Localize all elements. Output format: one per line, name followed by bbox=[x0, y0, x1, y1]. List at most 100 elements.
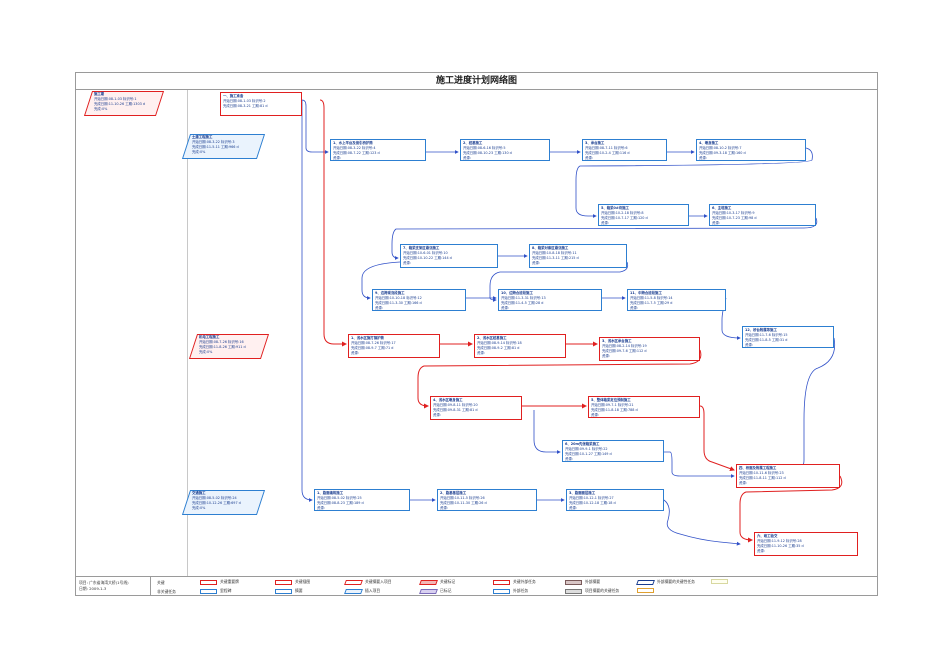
label: 标识号: bbox=[252, 99, 264, 103]
task-resource-row: 资源: bbox=[565, 457, 661, 461]
task-finish-row: 完成日期:11-8-11 工期:112 d bbox=[739, 476, 837, 481]
label: 资源: bbox=[463, 156, 471, 160]
legend-item: 里程碑 bbox=[200, 588, 231, 594]
task-id: 25 bbox=[357, 496, 362, 500]
label: 完成日期: bbox=[591, 408, 606, 412]
task-start-row: 开始日期:08-6-16 标识号:5 bbox=[463, 146, 547, 151]
legend-item: 关键外部任务 bbox=[493, 579, 536, 585]
task-start: 10-3-17 bbox=[726, 211, 742, 215]
link-n18-n20 bbox=[699, 405, 735, 471]
summary-electromechanical[interactable]: 机电工程施工 开始日期:08-7-26 标识号:16 完成日期:11-8-26 … bbox=[188, 334, 270, 359]
task-finish-row: 完成日期:10-1-27 工期:149 d bbox=[565, 452, 661, 457]
task-duration: 71 d bbox=[385, 346, 394, 350]
task-finish-row: 完成日期:08-3-21 工期:81 d bbox=[223, 104, 299, 109]
summary-traffic[interactable]: 交通施工 开始日期:08-5-02 标识号:24 完成日期:10-12-26 工… bbox=[181, 490, 266, 515]
label: 完成日期: bbox=[433, 408, 448, 412]
task-finish-row: 完成日期:08-9-2 工期:81 d bbox=[477, 346, 563, 351]
label: 开始日期: bbox=[591, 403, 606, 407]
label: 标识号: bbox=[741, 211, 753, 215]
task-title: 6、主塔施工 bbox=[712, 206, 732, 210]
task-start: 11-3-31 bbox=[515, 296, 531, 300]
task-resource-row: 资源: bbox=[351, 351, 437, 356]
label: 标识号: bbox=[617, 403, 630, 407]
task-resource-row: 资源: bbox=[757, 549, 855, 554]
label: 工期: bbox=[771, 338, 780, 342]
label: 开始日期: bbox=[585, 146, 600, 150]
legend-label: 关键重要牌 bbox=[220, 579, 239, 584]
task-title: 六、竣工验交 bbox=[757, 534, 778, 538]
task-id: 17 bbox=[391, 341, 396, 345]
label: 标识号: bbox=[771, 333, 784, 337]
task-start-row: 开始日期:08-7-11 标识号:6 bbox=[585, 146, 664, 151]
legend-label: 项目摘要的关键任务 bbox=[585, 588, 620, 593]
task-title: 6、20m先张箱梁施工 bbox=[565, 442, 600, 446]
task-start-row: 开始日期:08-3-22 标识号:4 bbox=[333, 146, 423, 151]
task-title: 1、浅水区施打钢护筒 bbox=[351, 336, 384, 340]
task-finish: 11-4-5 bbox=[515, 301, 528, 305]
task-start: 08-3-22 bbox=[347, 146, 363, 150]
link-n9-n11 bbox=[489, 261, 629, 302]
legend-swatch bbox=[565, 588, 582, 594]
label: 资源: bbox=[712, 221, 720, 225]
legend-item: 关键插图 bbox=[275, 579, 310, 585]
legend-item bbox=[711, 579, 731, 584]
legend-label: 关键插图 bbox=[295, 579, 311, 584]
legend-swatch bbox=[200, 588, 217, 594]
summary-civil-works[interactable]: 土建工程施工 开始日期:08-3-22 标识号:3 完成日期:11-5-11 工… bbox=[181, 134, 266, 159]
link-n13-n20 bbox=[797, 337, 836, 471]
label: 标识号: bbox=[591, 447, 604, 451]
label: 工期: bbox=[788, 544, 797, 548]
label: 工期: bbox=[628, 349, 637, 353]
task-finish: 11-10-26 bbox=[771, 544, 789, 548]
label: 资源: bbox=[440, 506, 448, 510]
task-finish: 09-3-18 bbox=[713, 151, 729, 155]
task-start-row: 开始日期:08-2-14 标识号:19 bbox=[602, 344, 697, 349]
link-n17-n19 bbox=[533, 410, 561, 454]
column-separator bbox=[187, 90, 188, 576]
summary-start: 08-7-26 bbox=[213, 340, 227, 344]
label: 资源: bbox=[565, 457, 573, 461]
label: 标识号: bbox=[561, 251, 573, 255]
task-start-row: 开始日期:10-11-6 标识号:23 bbox=[739, 471, 837, 476]
task-start-row: 开始日期:11-3-31 标识号:13 bbox=[501, 296, 599, 301]
task-duration: 26 d bbox=[479, 501, 487, 505]
label: 完成日期: bbox=[630, 301, 645, 305]
label: 开始日期: bbox=[757, 539, 772, 543]
legend-swatch bbox=[419, 588, 438, 594]
task-finish-row: 完成日期:08-9-7 工期:71 d bbox=[351, 346, 437, 351]
task-id: 12 bbox=[417, 296, 422, 300]
task-start-row: 开始日期:10-2-18 标识号:8 bbox=[601, 211, 686, 216]
label: 完成日期: bbox=[745, 338, 760, 342]
legend-swatch bbox=[344, 588, 363, 594]
label: 资源: bbox=[403, 261, 411, 265]
label: 开始日期: bbox=[630, 296, 645, 300]
label: 完成日期: bbox=[223, 104, 238, 108]
summary-construction-period[interactable]: 施工期 开始日期:08-1-03 标识号:1 完成日期:11-10-26 工期:… bbox=[83, 91, 165, 116]
label: 工期: bbox=[503, 346, 512, 350]
